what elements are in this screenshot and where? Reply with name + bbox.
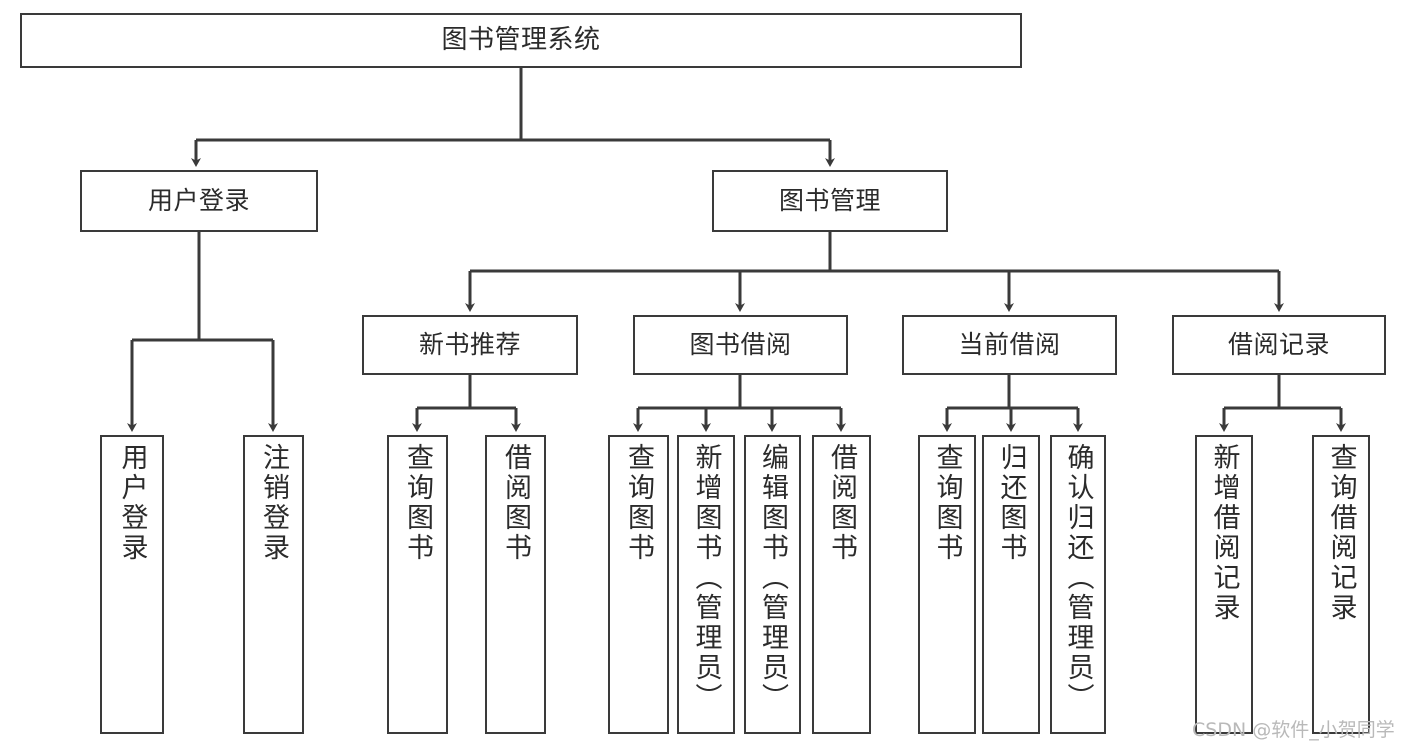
node-current-borrow-label: 当前借阅 xyxy=(958,330,1061,360)
node-borrow-record[interactable]: 借阅记录 xyxy=(1172,315,1386,375)
node-leaf-user-login[interactable]: 用户登录 xyxy=(100,435,164,734)
node-leaf-user-logout-label: 注销登录 xyxy=(258,443,289,563)
node-leaf-cur-return-book[interactable]: 归还图书 xyxy=(982,435,1040,734)
node-leaf-cur-confirm-return-label: 确认归还（管理员） xyxy=(1062,443,1094,713)
node-new-book-rec-label: 新书推荐 xyxy=(418,330,521,360)
node-leaf-borrow-borrow-book-label: 借阅图书 xyxy=(826,443,857,563)
node-leaf-borrow-edit-book-label: 编辑图书（管理员） xyxy=(757,443,788,713)
node-current-borrow[interactable]: 当前借阅 xyxy=(902,315,1117,375)
node-leaf-cur-query-book-label: 查询图书 xyxy=(931,443,963,563)
node-book-borrow[interactable]: 图书借阅 xyxy=(633,315,848,375)
node-leaf-borrow-add-book-label: 新增图书（管理员） xyxy=(690,443,722,713)
node-borrow-record-label: 借阅记录 xyxy=(1227,330,1330,360)
node-leaf-rec-add-record[interactable]: 新增借阅记录 xyxy=(1195,435,1253,734)
node-leaf-rec-add-record-label: 新增借阅记录 xyxy=(1208,443,1240,623)
node-leaf-rec-query-book-label: 查询图书 xyxy=(402,443,433,563)
node-leaf-user-logout[interactable]: 注销登录 xyxy=(243,435,304,734)
node-leaf-user-login-label: 用户登录 xyxy=(116,443,148,563)
node-leaf-cur-query-book[interactable]: 查询图书 xyxy=(918,435,976,734)
node-root-label: 图书管理系统 xyxy=(441,25,601,56)
node-user-login-label: 用户登录 xyxy=(147,186,250,216)
node-user-login[interactable]: 用户登录 xyxy=(80,170,318,232)
node-root[interactable]: 图书管理系统 xyxy=(20,13,1022,68)
node-leaf-rec-query-record[interactable]: 查询借阅记录 xyxy=(1312,435,1370,734)
node-leaf-rec-query-book[interactable]: 查询图书 xyxy=(387,435,448,734)
node-leaf-borrow-edit-book[interactable]: 编辑图书（管理员） xyxy=(744,435,801,734)
node-leaf-borrow-query-book[interactable]: 查询图书 xyxy=(608,435,669,734)
node-leaf-borrow-add-book[interactable]: 新增图书（管理员） xyxy=(677,435,735,734)
node-leaf-cur-return-book-label: 归还图书 xyxy=(995,443,1027,563)
node-new-book-rec[interactable]: 新书推荐 xyxy=(362,315,578,375)
node-book-borrow-label: 图书借阅 xyxy=(689,330,792,360)
node-book-manage[interactable]: 图书管理 xyxy=(712,170,948,232)
node-leaf-cur-confirm-return[interactable]: 确认归还（管理员） xyxy=(1050,435,1106,734)
node-book-manage-label: 图书管理 xyxy=(778,186,881,216)
csdn-watermark: CSDN @软件_小贺同学 xyxy=(1192,719,1395,741)
node-leaf-borrow-borrow-book[interactable]: 借阅图书 xyxy=(812,435,871,734)
node-leaf-rec-query-record-label: 查询借阅记录 xyxy=(1325,443,1357,623)
node-leaf-borrow-query-book-label: 查询图书 xyxy=(623,443,654,563)
node-leaf-rec-borrow-book[interactable]: 借阅图书 xyxy=(485,435,546,734)
node-leaf-rec-borrow-book-label: 借阅图书 xyxy=(500,443,531,563)
